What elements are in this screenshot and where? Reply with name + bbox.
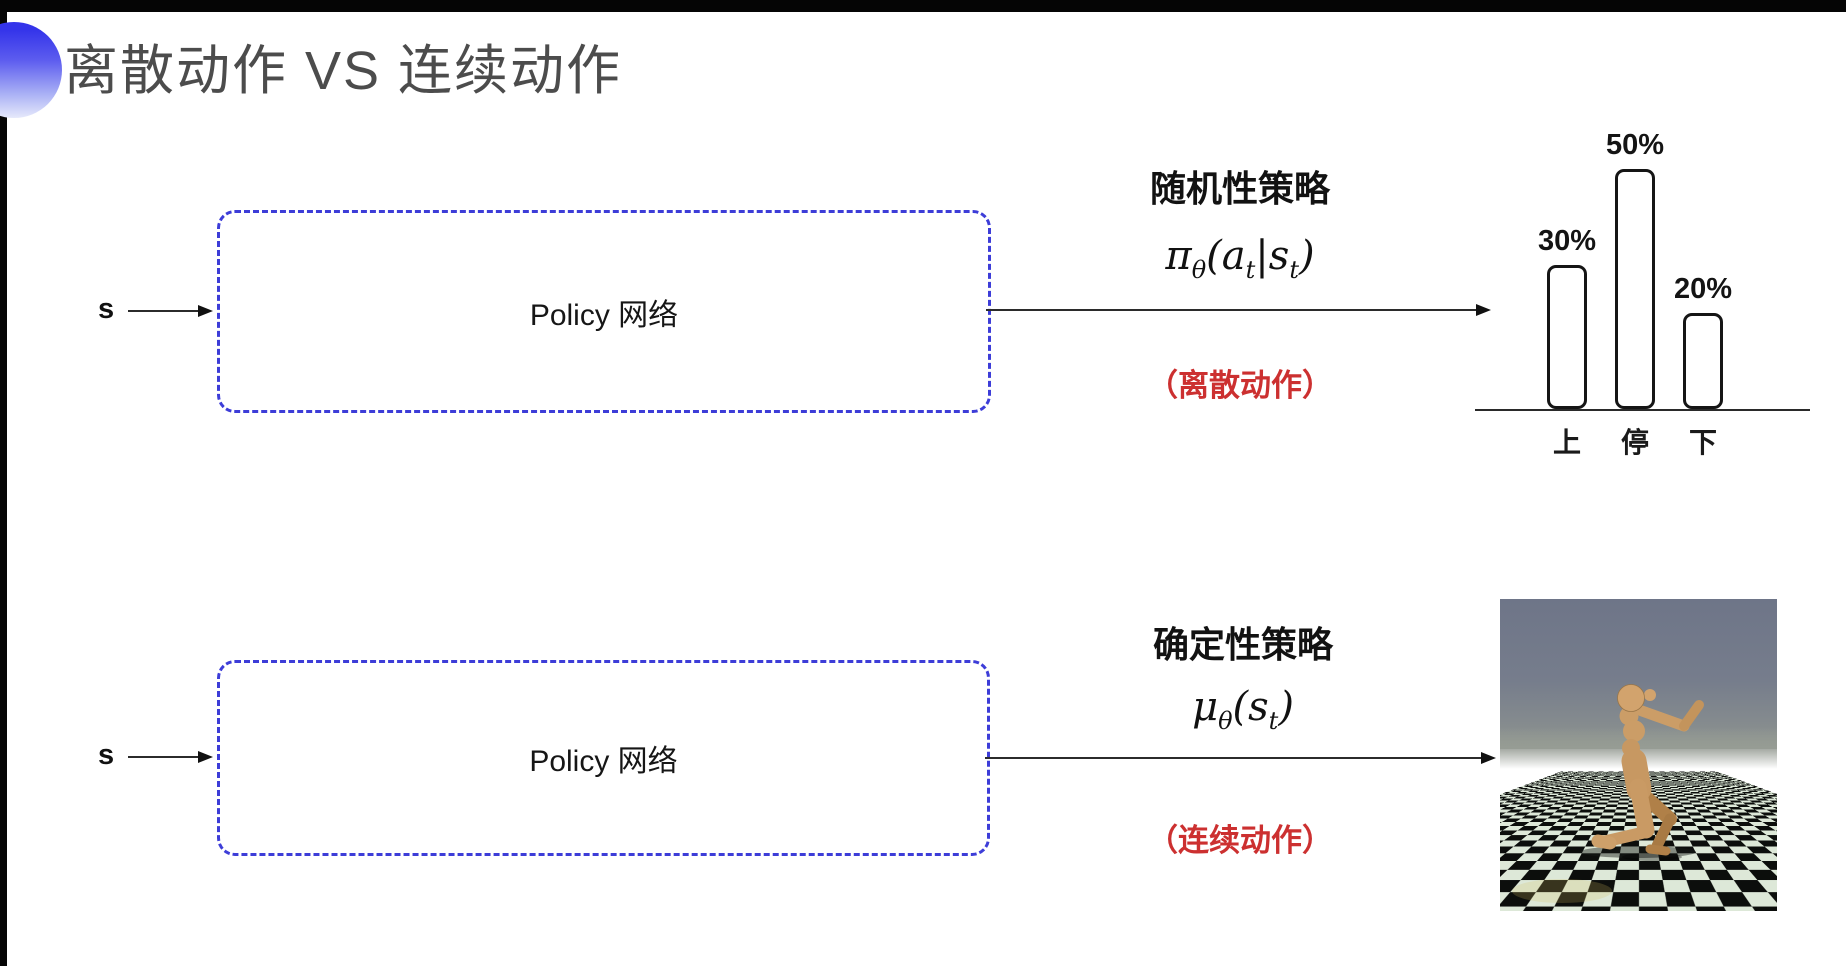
slide-title: 离散动作 VS 连续动作 — [64, 41, 623, 101]
humanoid-robot-figure — [1512, 684, 1704, 903]
bar-category-label: 下 — [1688, 427, 1717, 458]
probability-bar — [1547, 265, 1587, 409]
discrete-action-note: （离散动作） — [1147, 368, 1333, 403]
policy-network-label-bottom: Policy 网络 — [529, 745, 678, 778]
stochastic-policy-formula: πθ(at|st) — [1165, 233, 1314, 284]
probability-bar — [1683, 313, 1723, 409]
formula-symbol: μ — [1192, 684, 1219, 730]
policy-network-box-bottom: Policy 网络 — [217, 660, 990, 856]
bar-value-label: 30% — [1537, 225, 1597, 257]
bar-value-label: 20% — [1673, 273, 1733, 305]
continuous-action-note: （连续动作） — [1147, 823, 1333, 858]
arrow-state-to-policy-bottom — [128, 751, 213, 763]
deterministic-policy-title: 确定性策略 — [1152, 624, 1334, 665]
policy-network-label-top: Policy 网络 — [529, 298, 679, 332]
formula-paren: ( — [1206, 233, 1222, 279]
bar-value-label: 50% — [1605, 129, 1665, 161]
screen-border-left — [0, 0, 7, 966]
arrow-state-to-policy-top — [128, 305, 213, 317]
formula-subscript: t — [1268, 707, 1279, 735]
screen-border-top — [0, 0, 1846, 12]
formula-subscript: θ — [1218, 707, 1233, 735]
action-bar-chart: 30% 上 50% 停 20% 下 — [1475, 118, 1815, 463]
arrow-policy-to-distribution — [986, 304, 1491, 316]
chart-axis-line — [1475, 409, 1810, 411]
formula-paren: ) — [1298, 233, 1315, 279]
bar-category-label: 上 — [1552, 427, 1581, 458]
formula-symbol: π — [1165, 233, 1192, 279]
formula-subscript: θ — [1191, 256, 1207, 284]
state-input-label-bottom: s — [98, 739, 115, 771]
formula-separator: | — [1255, 233, 1269, 279]
bar-category-label: 停 — [1620, 427, 1649, 458]
formula-paren: ( — [1232, 684, 1249, 730]
formula-subscript: t — [1289, 256, 1299, 284]
deterministic-policy-formula: μθ(st) — [1192, 684, 1294, 735]
probability-bar — [1615, 169, 1655, 409]
title-bullet-icon — [0, 22, 62, 118]
formula-paren: ) — [1278, 684, 1294, 730]
stochastic-policy-title: 随机性策略 — [1149, 168, 1331, 209]
formula-arg: s — [1248, 684, 1269, 730]
formula-arg: a — [1221, 233, 1246, 279]
policy-network-box-top: Policy 网络 — [217, 210, 991, 413]
state-input-label-top: s — [98, 293, 115, 325]
arrow-policy-to-robot — [985, 752, 1496, 764]
formula-subscript: t — [1245, 256, 1256, 284]
formula-arg: s — [1268, 233, 1290, 279]
humanoid-robot-image — [1500, 599, 1777, 911]
